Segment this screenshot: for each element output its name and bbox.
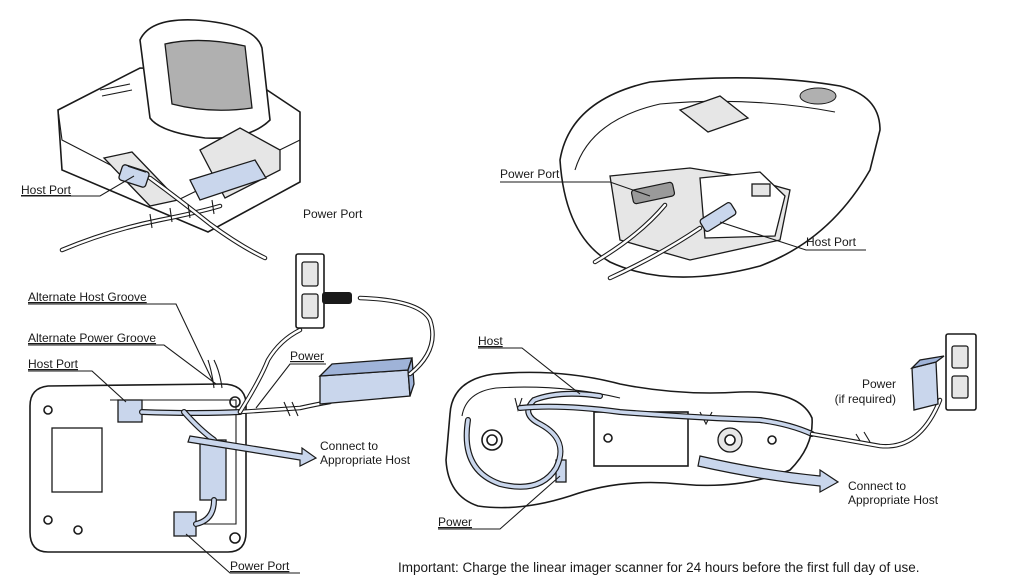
- cradle-underside-illustration: [29, 359, 247, 553]
- alt-host-groove-label: Alternate Host Groove: [28, 290, 147, 304]
- wall-outlet-left: [295, 253, 352, 329]
- power-adapter: [318, 357, 415, 405]
- alt-power-groove-callout: Alternate Power Groove: [28, 331, 217, 385]
- scanner-host-port-callout: Host Port: [719, 221, 866, 251]
- scanner-power-port-label: Power Port: [500, 167, 560, 181]
- bottom-power-port-label: Power Port: [230, 559, 290, 573]
- alt-power-groove-label: Alternate Power Groove: [28, 331, 156, 345]
- bottom-power-port-callout: Power Port: [185, 533, 300, 574]
- connect-host-arrow-1: [187, 435, 318, 467]
- scanner-power-port-callout: Power Port: [500, 167, 651, 197]
- power-if-required-label-1: Power: [862, 377, 896, 391]
- connect-host-arrow-2: [697, 455, 840, 494]
- bottom-power-cable: [237, 327, 333, 417]
- wall-outlet-right: [945, 333, 977, 411]
- connect-host-1b-label: Appropriate Host: [320, 453, 411, 467]
- connect-host-2-label: Connect to: [848, 479, 906, 493]
- power-if-required-label-2: (if required): [835, 392, 896, 406]
- scanner-power-callout: Power: [438, 475, 561, 530]
- alt-host-groove-callout: Alternate Host Groove: [28, 290, 215, 385]
- cradle-rear-illustration: [57, 19, 301, 261]
- host-callout: Host: [478, 334, 581, 395]
- scanner-host-port-label: Host Port: [806, 235, 857, 249]
- power-callout: Power: [255, 349, 326, 409]
- cradle-host-port-label: Host Port: [21, 183, 72, 197]
- scanner-base-illustration: [559, 77, 881, 281]
- scanner-power-label: Power: [438, 515, 472, 529]
- important-note: Important: Charge the linear imager scan…: [398, 560, 920, 575]
- connect-host-2b-label: Appropriate Host: [848, 493, 939, 507]
- base-underside-illustration: [445, 371, 871, 509]
- bottom-host-port-label: Host Port: [28, 357, 79, 371]
- bottom-host-port-callout: Host Port: [28, 357, 127, 403]
- host-label: Host: [478, 334, 503, 348]
- cradle-power-port-label: Power Port: [303, 207, 363, 221]
- cradle-host-port-callout: Host Port: [21, 175, 135, 197]
- power-supply-right: [909, 355, 945, 411]
- adapter-cord: [357, 295, 435, 377]
- connect-host-1-label: Connect to: [320, 439, 378, 453]
- base-power-cord: [809, 397, 943, 449]
- power-label: Power: [290, 349, 324, 363]
